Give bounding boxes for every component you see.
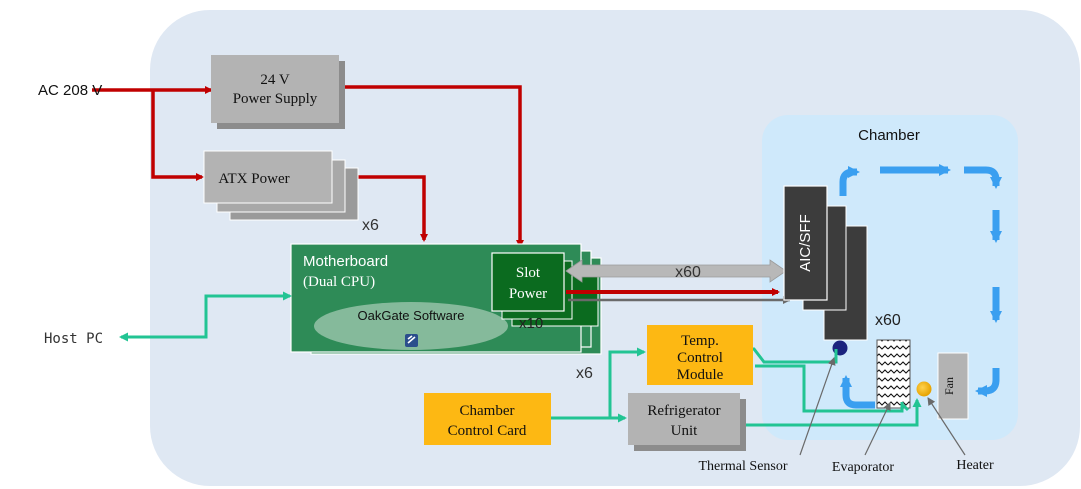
slot-power-count: x10 [519, 315, 543, 332]
fan: Fan [937, 352, 969, 420]
heater-dot [916, 381, 932, 397]
heater-label: Heater [956, 458, 994, 473]
evaporator-label: Evaporator [832, 460, 895, 475]
power-lines [92, 85, 524, 248]
temp-label-line3: Module [677, 367, 724, 383]
aic-card-stack: AIC/SFF [783, 185, 868, 341]
fan-label: Fan [942, 377, 956, 395]
motherboard-subtitle: (Dual CPU) [303, 274, 375, 290]
power-supply-24v: 24 V Power Supply [211, 55, 345, 129]
slot-power-label-line2: Power [509, 286, 547, 302]
oakgate-logo-icon [405, 334, 418, 347]
ref-label-line2: Unit [671, 423, 699, 439]
evaporator-arrow-tip [901, 403, 910, 412]
ac-input-label: AC 208 V [38, 82, 102, 99]
ccc-label-line2: Control Card [448, 423, 527, 439]
host-pc-label: Host PC [44, 331, 103, 347]
psu-label-line1: 24 V [260, 72, 289, 88]
oakgate-software-label: OakGate Software [358, 308, 465, 323]
chamber-control-card: Chamber Control Card [424, 393, 551, 445]
atx-count: x6 [362, 217, 379, 234]
temp-control-module: Temp. Control Module [647, 325, 753, 385]
atx-label: ATX Power [218, 171, 289, 187]
aic-card [783, 185, 828, 301]
airflow-arrows [839, 164, 1002, 409]
temp-label-line2: Control [677, 350, 723, 366]
aic-count: x60 [875, 312, 901, 329]
ccc-label-line1: Chamber [460, 403, 515, 419]
motherboard-count: x6 [576, 365, 593, 382]
motherboard-title: Motherboard [303, 253, 388, 270]
link-count: x60 [675, 264, 701, 281]
slot-power-stack: Slot Power [491, 252, 599, 327]
refrigerator-unit: Refrigerator Unit [628, 393, 746, 451]
aic-label: AIC/SFF [797, 214, 814, 272]
ref-label-line1: Refrigerator [647, 403, 720, 419]
slot-power [491, 252, 565, 312]
oakgate-software-ellipse [314, 302, 508, 350]
evaporator-coil [876, 339, 911, 409]
atx-power-stack: ATX Power [203, 150, 359, 221]
temp-label-line1: Temp. [681, 333, 719, 349]
chamber-title: Chamber [858, 127, 920, 144]
psu-label-line2: Power Supply [233, 91, 318, 107]
callout-pointers [799, 357, 966, 456]
slot-power-label-line1: Slot [516, 265, 541, 281]
pcie-link [565, 259, 791, 304]
thermal-sensor-label: Thermal Sensor [698, 459, 787, 474]
